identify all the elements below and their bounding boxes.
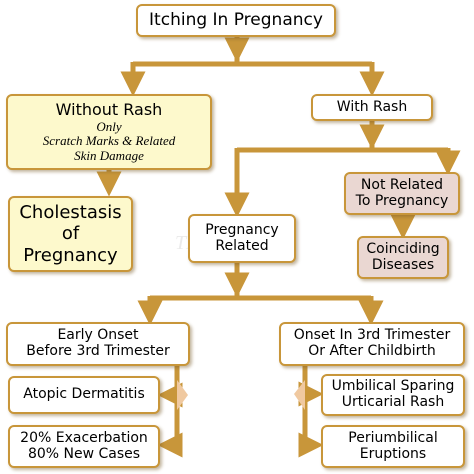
node-early-onset: Early Onset Before 3rd Trimester <box>6 322 190 366</box>
node-pregnancy-related-line1: Pregnancy <box>205 221 279 238</box>
node-umbilical-sparing: Umbilical Sparing Urticarial Rash <box>321 374 465 416</box>
early-bracket-wedge <box>177 380 188 410</box>
node-late-onset: Onset In 3rd Trimester Or After Childbir… <box>279 322 465 366</box>
node-without-rash-title: Without Rash <box>55 100 163 120</box>
node-periumbilical-line1: Periumbilical <box>348 429 438 446</box>
node-atopic-dermatitis: Atopic Dermatitis <box>8 376 160 414</box>
node-late-onset-line1: Onset In 3rd Trimester <box>293 327 451 344</box>
node-umbilical-line2: Urticarial Rash <box>341 394 445 410</box>
node-exacerbation-line1: 20% Exacerbation <box>20 429 148 446</box>
node-not-related-line1: Not Related <box>360 176 444 193</box>
node-coinciding-line2: Diseases <box>371 256 435 273</box>
node-atopic-label: Atopic Dermatitis <box>23 386 145 403</box>
node-cholestasis: Cholestasis of Pregnancy <box>8 196 133 272</box>
node-not-related-line2: To Pregnancy <box>355 192 449 209</box>
node-without-rash-sub1: Only <box>96 119 122 134</box>
node-not-related: Not Related To Pregnancy <box>344 172 460 215</box>
late-bracket-wedge <box>294 380 305 410</box>
node-itching-in-pregnancy-label: Itching In Pregnancy <box>149 9 323 30</box>
node-early-onset-line2: Before 3rd Trimester <box>26 343 170 359</box>
node-exacerbation-line2: 80% New Cases <box>27 445 141 462</box>
node-cholestasis-line3: Pregnancy <box>23 244 118 266</box>
node-without-rash-sub2: Scratch Marks & Related <box>42 133 176 149</box>
node-pregnancy-related: Pregnancy Related <box>188 214 296 263</box>
node-without-rash: Without Rash Only Scratch Marks & Relate… <box>6 94 212 170</box>
node-periumbilical-eruptions: Periumbilical Eruptions <box>321 425 465 468</box>
node-pregnancy-related-line2: Related <box>215 237 269 254</box>
node-exacerbation: 20% Exacerbation 80% New Cases <box>8 425 160 468</box>
node-cholestasis-line1: Cholestasis <box>19 201 122 223</box>
node-coinciding-diseases: Coinciding Diseases <box>357 236 449 279</box>
node-umbilical-line1: Umbilical Sparing <box>331 378 455 395</box>
node-without-rash-sub3: Skin Damage <box>74 147 144 163</box>
node-early-onset-line1: Early Onset <box>57 327 139 344</box>
node-periumbilical-line2: Eruptions <box>359 445 427 462</box>
node-coinciding-line1: Coinciding <box>366 240 440 257</box>
node-with-rash-label: With Rash <box>336 98 408 115</box>
node-itching-in-pregnancy: Itching In Pregnancy <box>136 4 336 37</box>
node-with-rash: With Rash <box>311 94 433 121</box>
node-late-onset-line2: Or After Childbirth <box>308 343 436 359</box>
node-cholestasis-line2: of <box>61 223 80 245</box>
